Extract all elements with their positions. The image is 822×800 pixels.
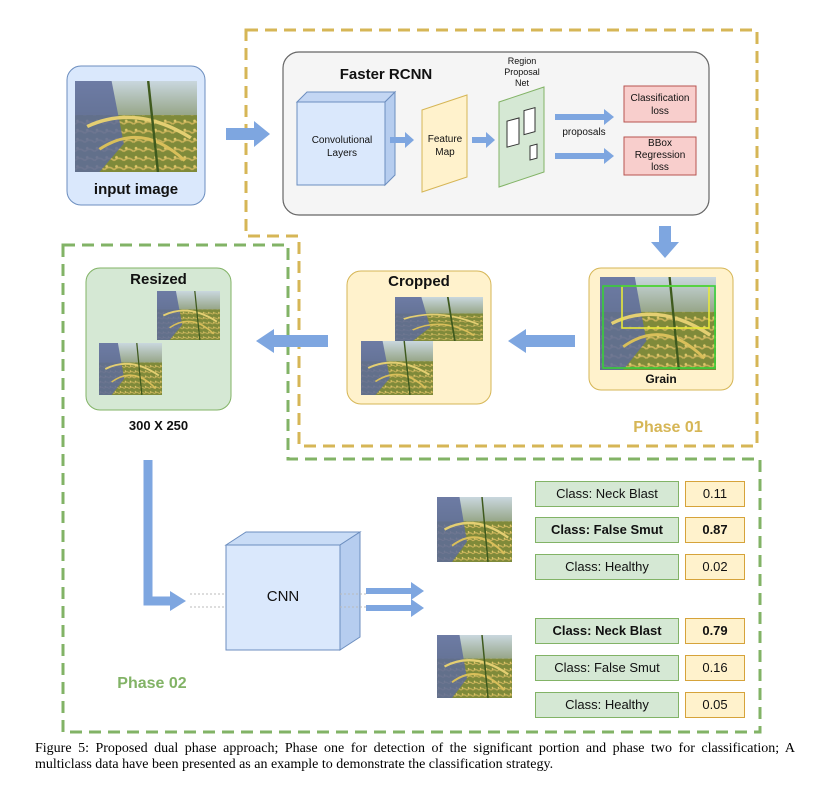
feature-map-label: Feature Map	[427, 134, 463, 158]
bbox-loss-box	[623, 136, 697, 176]
result-score: 0.87	[685, 517, 745, 543]
result-score: 0.02	[685, 554, 745, 580]
result-score: 0.16	[685, 655, 745, 681]
input-image-label: input image	[93, 181, 179, 198]
result-score: 0.79	[685, 618, 745, 644]
bbox-loss-label: BBox Regression loss	[634, 138, 686, 173]
cnn-label: CNN	[266, 588, 300, 605]
phase1-label: Phase 01	[633, 419, 703, 436]
result-score: 0.05	[685, 692, 745, 718]
faster-rcnn-title: Faster RCNN	[339, 66, 433, 83]
result-class: Class: False Smut	[535, 655, 679, 681]
result-class: Class: Healthy	[535, 692, 679, 718]
classification-loss-label: Classification loss	[630, 93, 690, 117]
cnn-box	[225, 544, 341, 651]
classification-loss-box	[623, 85, 697, 123]
feature-map-shape	[421, 94, 468, 193]
conv-layers-box	[296, 101, 386, 186]
result-class: Class: Healthy	[535, 554, 679, 580]
result-class: Class: False Smut	[535, 517, 679, 543]
result-score: 0.11	[685, 481, 745, 507]
phase2-region	[61, 243, 762, 734]
result-class: Class: Neck Blast	[535, 618, 679, 644]
rpn-shape	[498, 86, 545, 188]
proposals-label: proposals	[562, 127, 606, 138]
phase2-label: Phase 02	[117, 675, 187, 692]
figure-caption: Figure 5: Proposed dual phase approach; …	[35, 741, 795, 772]
grain-label: Grain	[645, 372, 677, 386]
resized-label: Resized	[130, 271, 187, 288]
size-label: 300 X 250	[128, 418, 189, 433]
cropped-label: Cropped	[388, 273, 450, 290]
result-class: Class: Neck Blast	[535, 481, 679, 507]
conv-layers-label: Convolutional Layers	[311, 135, 373, 159]
rpn-label: Region Proposal Net	[504, 56, 540, 88]
